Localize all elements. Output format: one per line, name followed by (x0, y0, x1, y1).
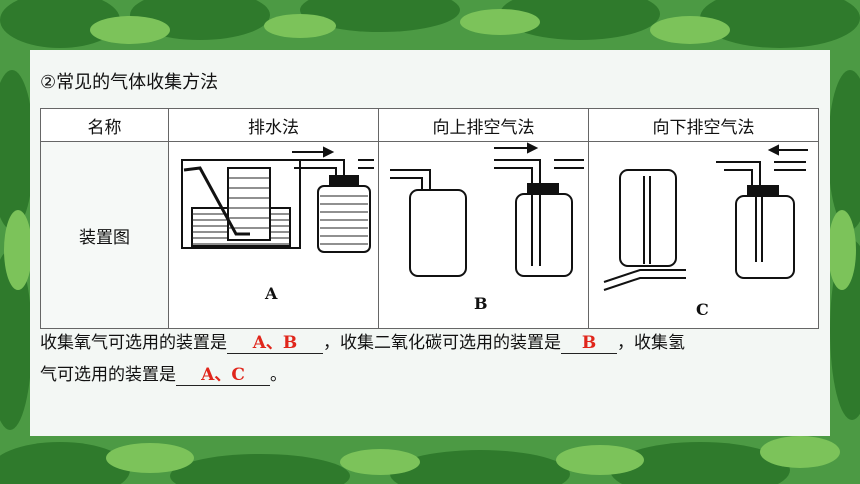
figure-label-c: C (696, 300, 709, 319)
question-text-1: 收集氧气可选用的装置是 (40, 333, 227, 353)
figure-a-trough (181, 159, 301, 249)
header-name: 名称 (40, 108, 169, 142)
figure-b-apparatus (390, 142, 584, 277)
answer-blank-3: A、C (176, 360, 270, 386)
row-label-apparatus: 装置图 (40, 141, 169, 329)
figure-label-a: A (265, 284, 278, 303)
header-upward-air: 向上排空气法 (378, 108, 589, 142)
figure-c-apparatus (603, 144, 808, 291)
figure-a-bottle (292, 146, 374, 253)
question-text-5: 。 (270, 365, 287, 385)
answer-blank-2: B (561, 333, 617, 354)
section-heading: ②常见的气体收集方法 (40, 72, 219, 93)
question-text-3: ，收集氢 (617, 333, 685, 353)
figure-label-b: B (474, 294, 488, 313)
answer-blank-1: A、B (227, 328, 323, 354)
question-text-2: ，收集二氧化碳可选用的装置是 (323, 333, 561, 353)
question-text-4: 气可选用的装置是 (40, 365, 176, 385)
header-water-displacement: 排水法 (168, 108, 379, 142)
